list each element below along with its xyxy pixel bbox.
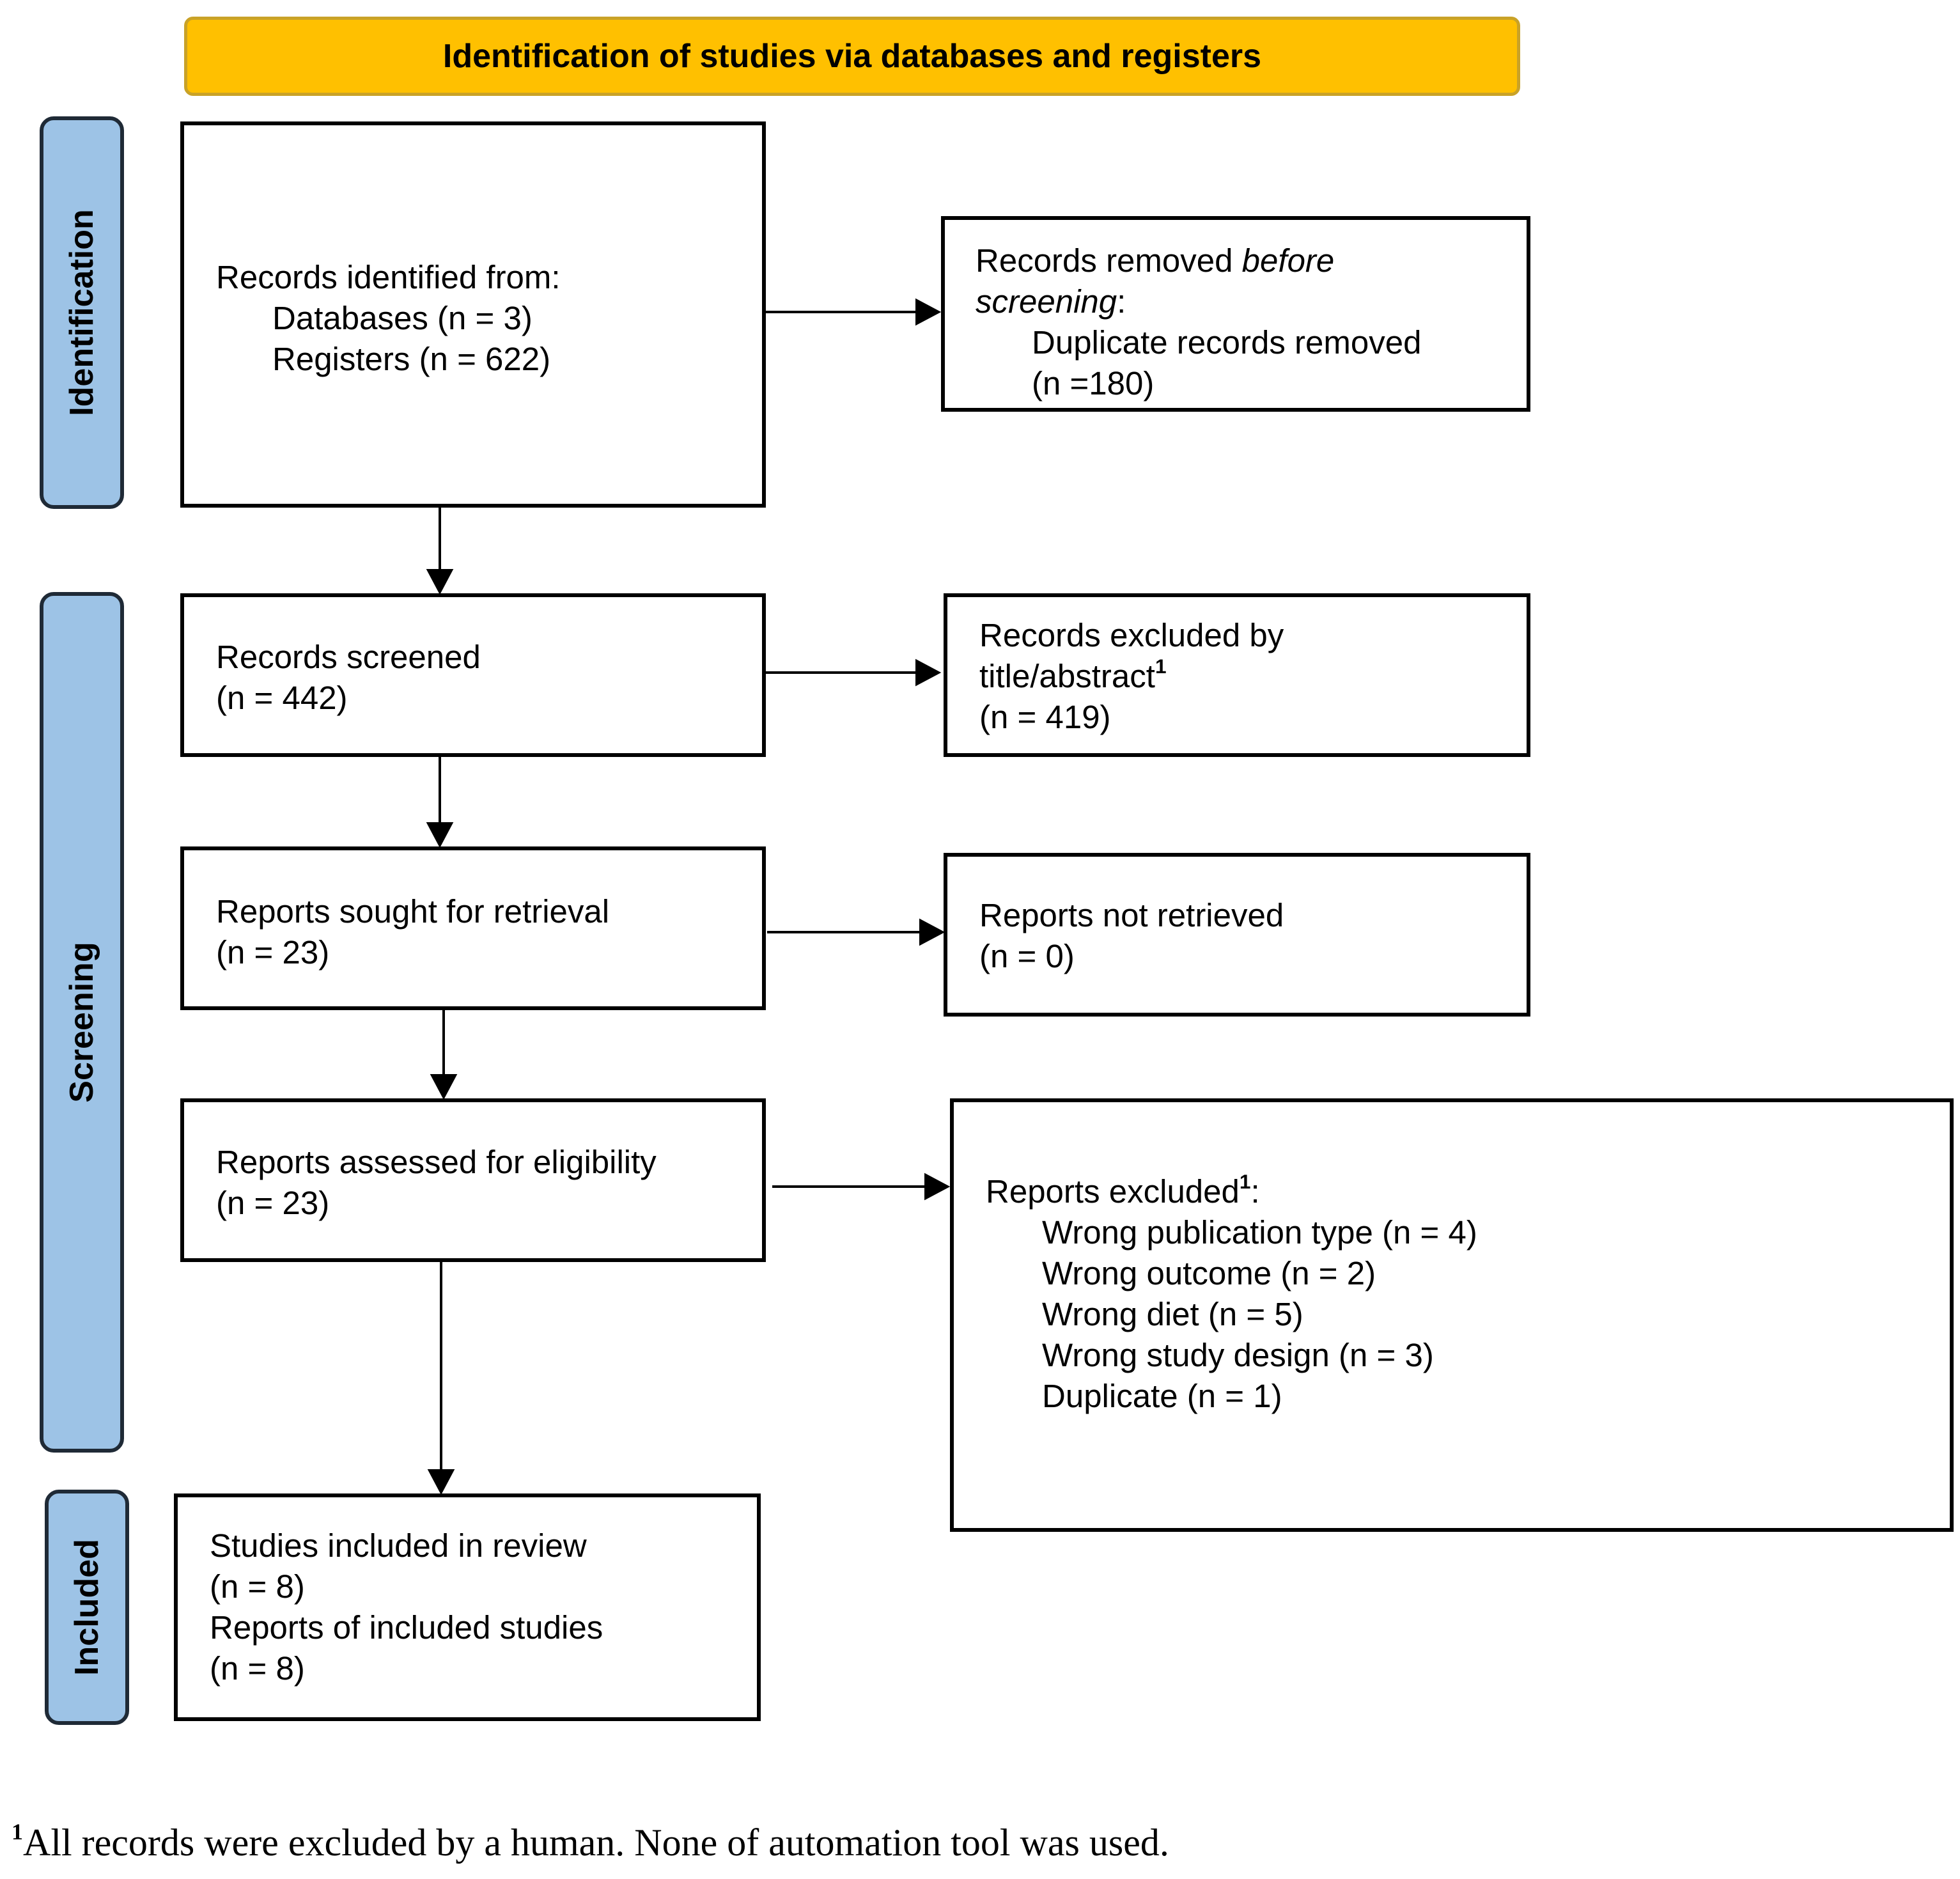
reports-excluded-box: Reports excluded1: Wrong publication typ… (950, 1098, 1954, 1532)
exclusion-reason: Wrong study design (n = 3) (1042, 1337, 1434, 1373)
records-removed-prefix: Records removed (976, 242, 1242, 279)
arrow-assessed-to-excluded (772, 1173, 951, 1201)
studies-included-count: (n = 8) (210, 1568, 305, 1605)
reports-excluded-colon: : (1250, 1173, 1260, 1210)
arrow-screened-to-excluded (765, 659, 942, 687)
records-excluded-title-abstract: title/abstract (979, 658, 1155, 694)
footnote-marker: 1 (1239, 1169, 1251, 1193)
arrow-assessed-to-included (427, 1262, 455, 1495)
records-screened-count: (n = 442) (216, 680, 348, 716)
records-removed-line1: Records removed before (976, 240, 1527, 281)
reports-assessed-label: Reports assessed for eligibility (216, 1144, 657, 1180)
records-excluded-line2: title/abstract1 (979, 656, 1527, 697)
exclusion-reason: Wrong publication type (n = 4) (1042, 1214, 1477, 1251)
records-excluded-count: (n = 419) (979, 699, 1111, 735)
stage-identification: Identification (40, 116, 124, 509)
records-identified-box: Records identified from: Databases (n = … (180, 121, 766, 508)
arrow-sought-to-assessed (430, 1010, 458, 1100)
stage-included: Included (45, 1490, 129, 1725)
reports-sought-box: Reports sought for retrieval (n = 23) (180, 846, 766, 1010)
exclusion-reason: Wrong diet (n = 5) (1042, 1296, 1303, 1332)
records-identified-registers: Registers (n = 622) (272, 341, 551, 377)
reports-included-label: Reports of included studies (210, 1609, 603, 1646)
records-removed-before: before (1241, 242, 1335, 279)
records-screened-label: Records screened (216, 639, 481, 675)
reports-included-count: (n = 8) (210, 1650, 305, 1687)
records-screened-box: Records screened (n = 442) (180, 593, 766, 757)
arrow-screened-to-sought (426, 757, 454, 848)
records-removed-screening: screening (976, 283, 1117, 320)
records-identified-heading: Records identified from: (216, 259, 561, 295)
reports-not-retrieved-box: Reports not retrieved (n = 0) (944, 853, 1530, 1017)
studies-included-box: Studies included in review (n = 8) Repor… (174, 1493, 761, 1721)
records-excluded-box: Records excluded by title/abstract1 (n =… (944, 593, 1530, 757)
records-excluded-line1: Records excluded by (979, 617, 1284, 653)
footnote-text: All records were excluded by a human. No… (23, 1821, 1169, 1864)
footnote: 1All records were excluded by a human. N… (12, 1818, 1169, 1865)
records-identified-databases: Databases (n = 3) (272, 300, 533, 336)
arrow-identified-to-screened (426, 506, 454, 595)
footnote-mark: 1 (12, 1818, 23, 1844)
reports-not-retrieved-label: Reports not retrieved (979, 897, 1284, 933)
records-removed-detail: Duplicate records removed (1032, 324, 1422, 361)
reports-not-retrieved-count: (n = 0) (979, 938, 1075, 974)
reports-sought-count: (n = 23) (216, 934, 330, 971)
records-removed-box: Records removed before screening: Duplic… (941, 216, 1530, 412)
header-banner: Identification of studies via databases … (184, 17, 1520, 96)
header-title: Identification of studies via databases … (442, 38, 1262, 75)
arrow-identified-to-removed (765, 298, 942, 326)
records-removed-count: (n =180) (1032, 365, 1155, 402)
reports-sought-label: Reports sought for retrieval (216, 893, 610, 930)
reports-assessed-box: Reports assessed for eligibility (n = 23… (180, 1098, 766, 1262)
studies-included-label: Studies included in review (210, 1527, 587, 1564)
reports-excluded-heading: Reports excluded1: (986, 1171, 1950, 1212)
exclusion-reason: Wrong outcome (n = 2) (1042, 1255, 1376, 1291)
footnote-marker: 1 (1155, 654, 1167, 678)
arrow-sought-to-not-retrieved (767, 918, 945, 946)
stage-screening: Screening (40, 592, 124, 1453)
reports-excluded-heading-text: Reports excluded (986, 1173, 1240, 1210)
records-removed-line2: screening: (976, 281, 1527, 322)
exclusion-reason: Duplicate (n = 1) (1042, 1378, 1282, 1414)
records-removed-colon: : (1117, 283, 1126, 320)
reports-assessed-count: (n = 23) (216, 1185, 330, 1221)
